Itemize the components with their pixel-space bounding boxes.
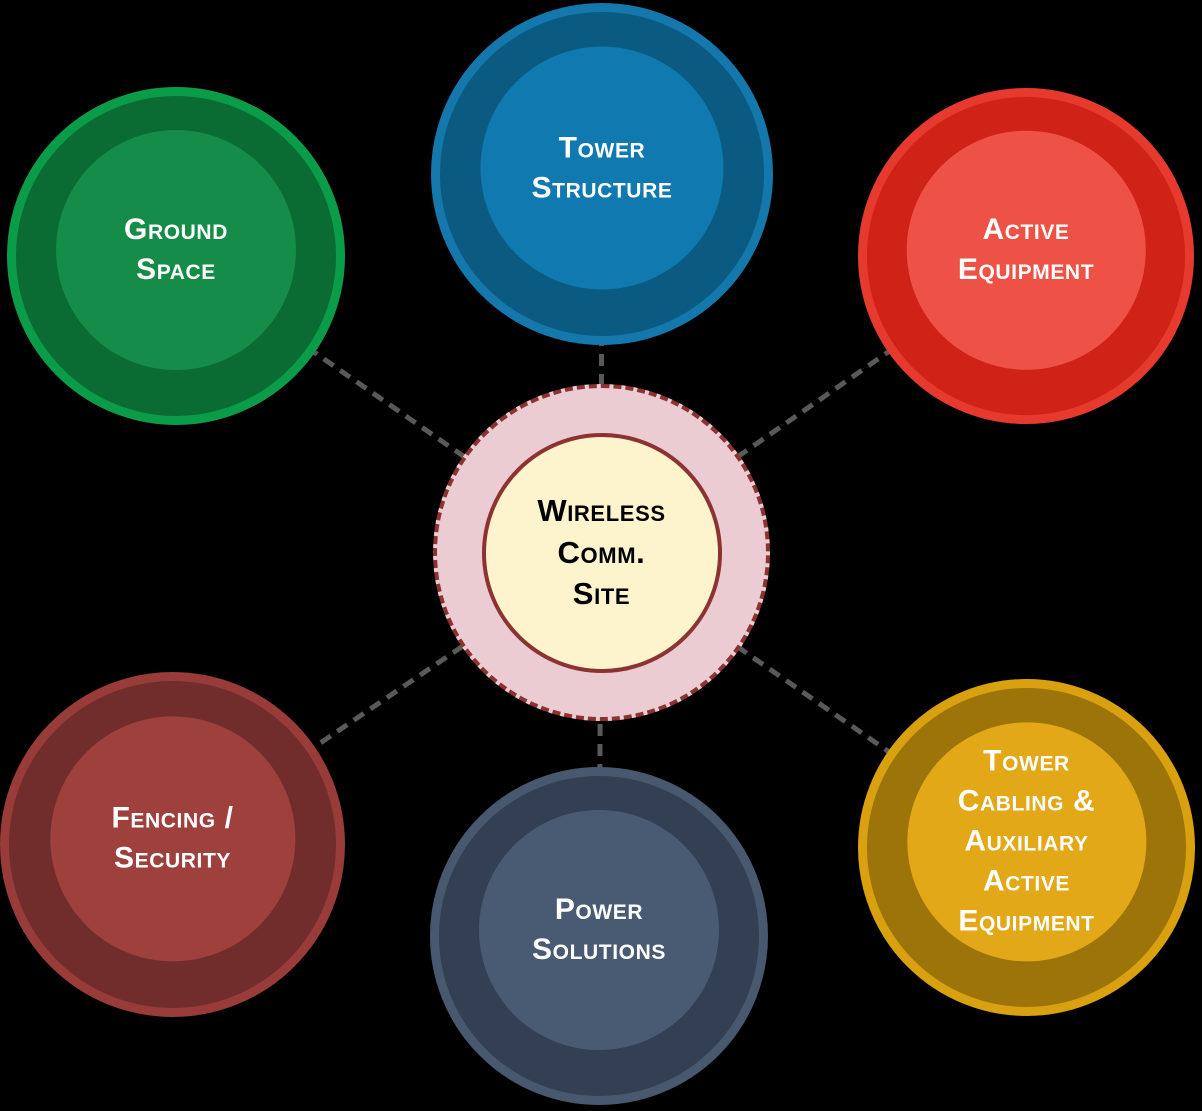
node-power-solutions: Power Solutions <box>430 767 768 1105</box>
node-label: Active Equipment <box>957 213 1095 286</box>
node-inner-circle: Tower Structure <box>480 46 724 290</box>
node-label: Wireless Comm. Site <box>537 492 666 612</box>
hub-inner-circle: Wireless Comm. Site <box>481 432 722 673</box>
node-fencing-security: Fencing / Security <box>0 672 345 1017</box>
node-label: Ground Space <box>124 213 228 286</box>
node-label: Tower Structure <box>531 131 673 204</box>
node-label: Power Solutions <box>532 893 666 966</box>
node-inner-circle: Active Equipment <box>906 130 1146 370</box>
node-tower-cabling: Tower Cabling & Auxiliary Active Equipme… <box>858 679 1195 1016</box>
node-inner-circle: Ground Space <box>56 130 296 370</box>
node-inner-circle: Tower Cabling & Auxiliary Active Equipme… <box>906 721 1147 962</box>
node-inner-circle: Fencing / Security <box>49 715 296 962</box>
node-tower-structure: Tower Structure <box>431 3 773 345</box>
node-inner-circle: Power Solutions <box>479 810 719 1050</box>
node-wireless-comm-site: Wireless Comm. Site <box>433 384 770 721</box>
node-label: Fencing / Security <box>111 801 234 875</box>
node-ground-space: Ground Space <box>7 87 345 425</box>
node-label: Tower Cabling & Auxiliary Active Equipme… <box>957 744 1096 938</box>
node-active-equipment: Active Equipment <box>858 88 1194 424</box>
